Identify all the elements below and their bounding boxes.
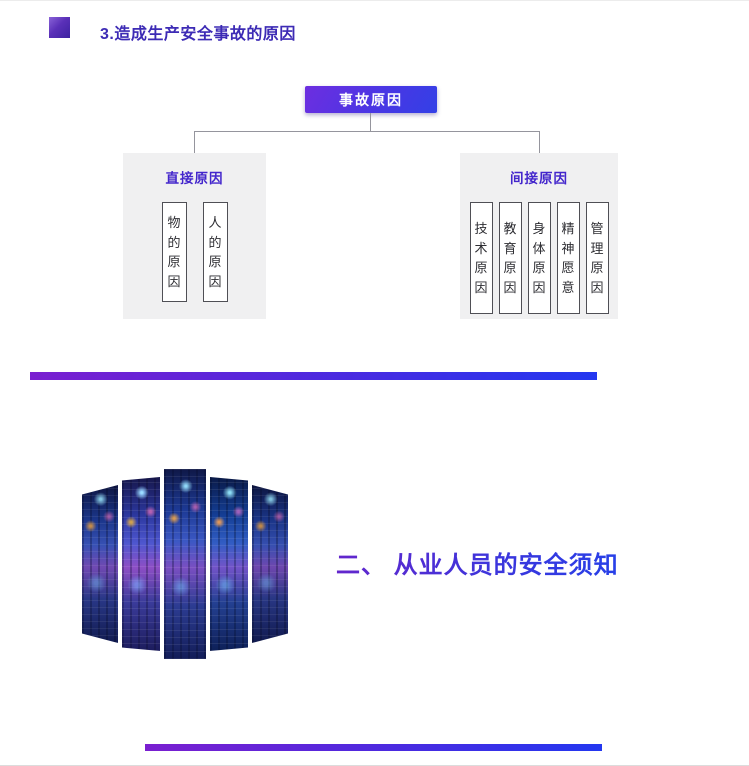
- cause-item-label: 物的原因: [167, 215, 181, 289]
- cause-item-label: 精神愿意: [561, 221, 575, 295]
- factory-photo-strip: [82, 485, 118, 643]
- cause-item-label: 技术原因: [474, 221, 488, 295]
- group-indirect-causes: 间接原因 技术原因 教育原因 身体原因 精神愿意 管理原因: [460, 153, 618, 319]
- cause-item-label: 身体原因: [532, 221, 546, 295]
- connector-line: [370, 113, 371, 131]
- connector-line: [539, 131, 540, 153]
- cause-item: 物的原因: [161, 202, 187, 302]
- group-items: 物的原因 人的原因: [123, 202, 266, 302]
- factory-photo-strip: [164, 469, 206, 659]
- gradient-divider-bar: [30, 372, 597, 380]
- diagram-root-node: 事故原因: [305, 86, 437, 113]
- factory-photo-strip: [252, 485, 288, 643]
- connector-line: [194, 131, 195, 153]
- gradient-footer-bar: [145, 744, 602, 751]
- cause-item: 管理原因: [585, 202, 609, 314]
- cause-item-label: 教育原因: [503, 221, 517, 295]
- cause-item: 技术原因: [469, 202, 493, 314]
- heading-bullet-square: [49, 17, 70, 38]
- connector-line: [194, 131, 539, 132]
- section-title: 二、 从业人员的安全须知: [336, 545, 619, 580]
- factory-photo-strip: [122, 477, 160, 651]
- group-direct-causes: 直接原因 物的原因 人的原因: [123, 153, 266, 319]
- group-title: 间接原因: [510, 171, 568, 186]
- group-title: 直接原因: [165, 171, 224, 186]
- cause-item: 人的原因: [202, 202, 228, 302]
- group-items: 技术原因 教育原因 身体原因 精神愿意 管理原因: [460, 202, 618, 314]
- cause-item-label: 人的原因: [208, 215, 222, 289]
- page-heading: 3.造成生产安全事故的原因: [100, 26, 296, 43]
- factory-photo-montage: [80, 469, 292, 659]
- cause-item-label: 管理原因: [590, 221, 604, 295]
- cause-item: 身体原因: [527, 202, 551, 314]
- cause-item: 教育原因: [498, 202, 522, 314]
- factory-photo-strip: [210, 477, 248, 651]
- cause-item: 精神愿意: [556, 202, 580, 314]
